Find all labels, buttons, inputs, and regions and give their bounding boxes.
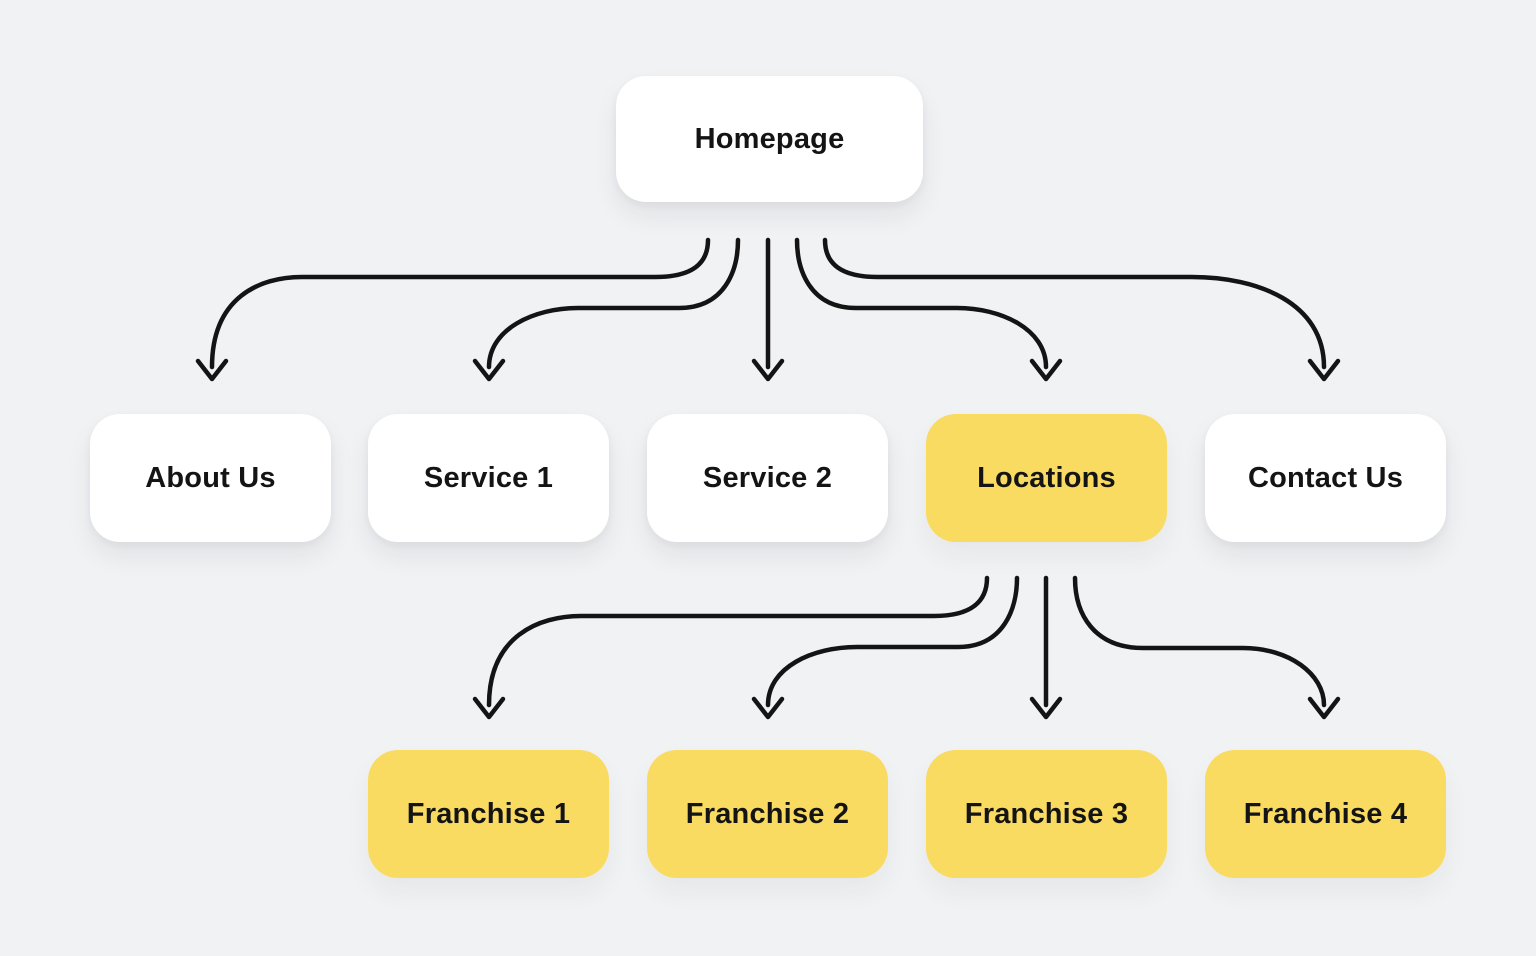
node-franchise-3-label: Franchise 3: [964, 797, 1129, 830]
edge-homepage-about-us: [195, 237, 711, 382]
arrowhead-icon: [1029, 696, 1063, 720]
node-service-2-label: Service 2: [702, 461, 833, 494]
node-homepage-label: Homepage: [694, 122, 845, 155]
node-locations-label: Locations: [977, 461, 1116, 494]
node-franchise-4-label: Franchise 4: [1243, 797, 1408, 830]
edge-homepage-service-2: [751, 237, 785, 382]
node-franchise-3: Franchise 3: [926, 750, 1167, 878]
arrowhead-icon: [1307, 696, 1341, 720]
arrowhead-icon: [195, 358, 229, 382]
node-about-us-label: About Us: [145, 461, 276, 494]
edge-locations-franchise-1: [472, 575, 990, 720]
edge-homepage-locations: [794, 237, 1063, 382]
node-locations: Locations: [926, 414, 1167, 542]
node-franchise-2-label: Franchise 2: [685, 797, 850, 830]
edge-homepage-service-1: [472, 237, 741, 382]
edge-locations-franchise-3: [1029, 575, 1063, 720]
node-franchise-2: Franchise 2: [647, 750, 888, 878]
edge-homepage-contact-us: [822, 237, 1341, 382]
node-contact-us: Contact Us: [1205, 414, 1446, 542]
node-service-1: Service 1: [368, 414, 609, 542]
node-service-1-label: Service 1: [423, 461, 554, 494]
edge-locations-franchise-4: [1072, 575, 1341, 720]
node-franchise-4: Franchise 4: [1205, 750, 1446, 878]
node-about-us: About Us: [90, 414, 331, 542]
arrowhead-icon: [1029, 358, 1063, 382]
edge-locations-franchise-2: [751, 575, 1020, 720]
node-contact-us-label: Contact Us: [1247, 461, 1404, 494]
arrowhead-icon: [751, 358, 785, 382]
node-franchise-1: Franchise 1: [368, 750, 609, 878]
arrowhead-icon: [751, 696, 785, 720]
arrowhead-icon: [1307, 358, 1341, 382]
node-service-2: Service 2: [647, 414, 888, 542]
arrowhead-icon: [472, 358, 506, 382]
node-franchise-1-label: Franchise 1: [406, 797, 571, 830]
node-homepage: Homepage: [616, 76, 923, 202]
arrowhead-icon: [472, 696, 506, 720]
